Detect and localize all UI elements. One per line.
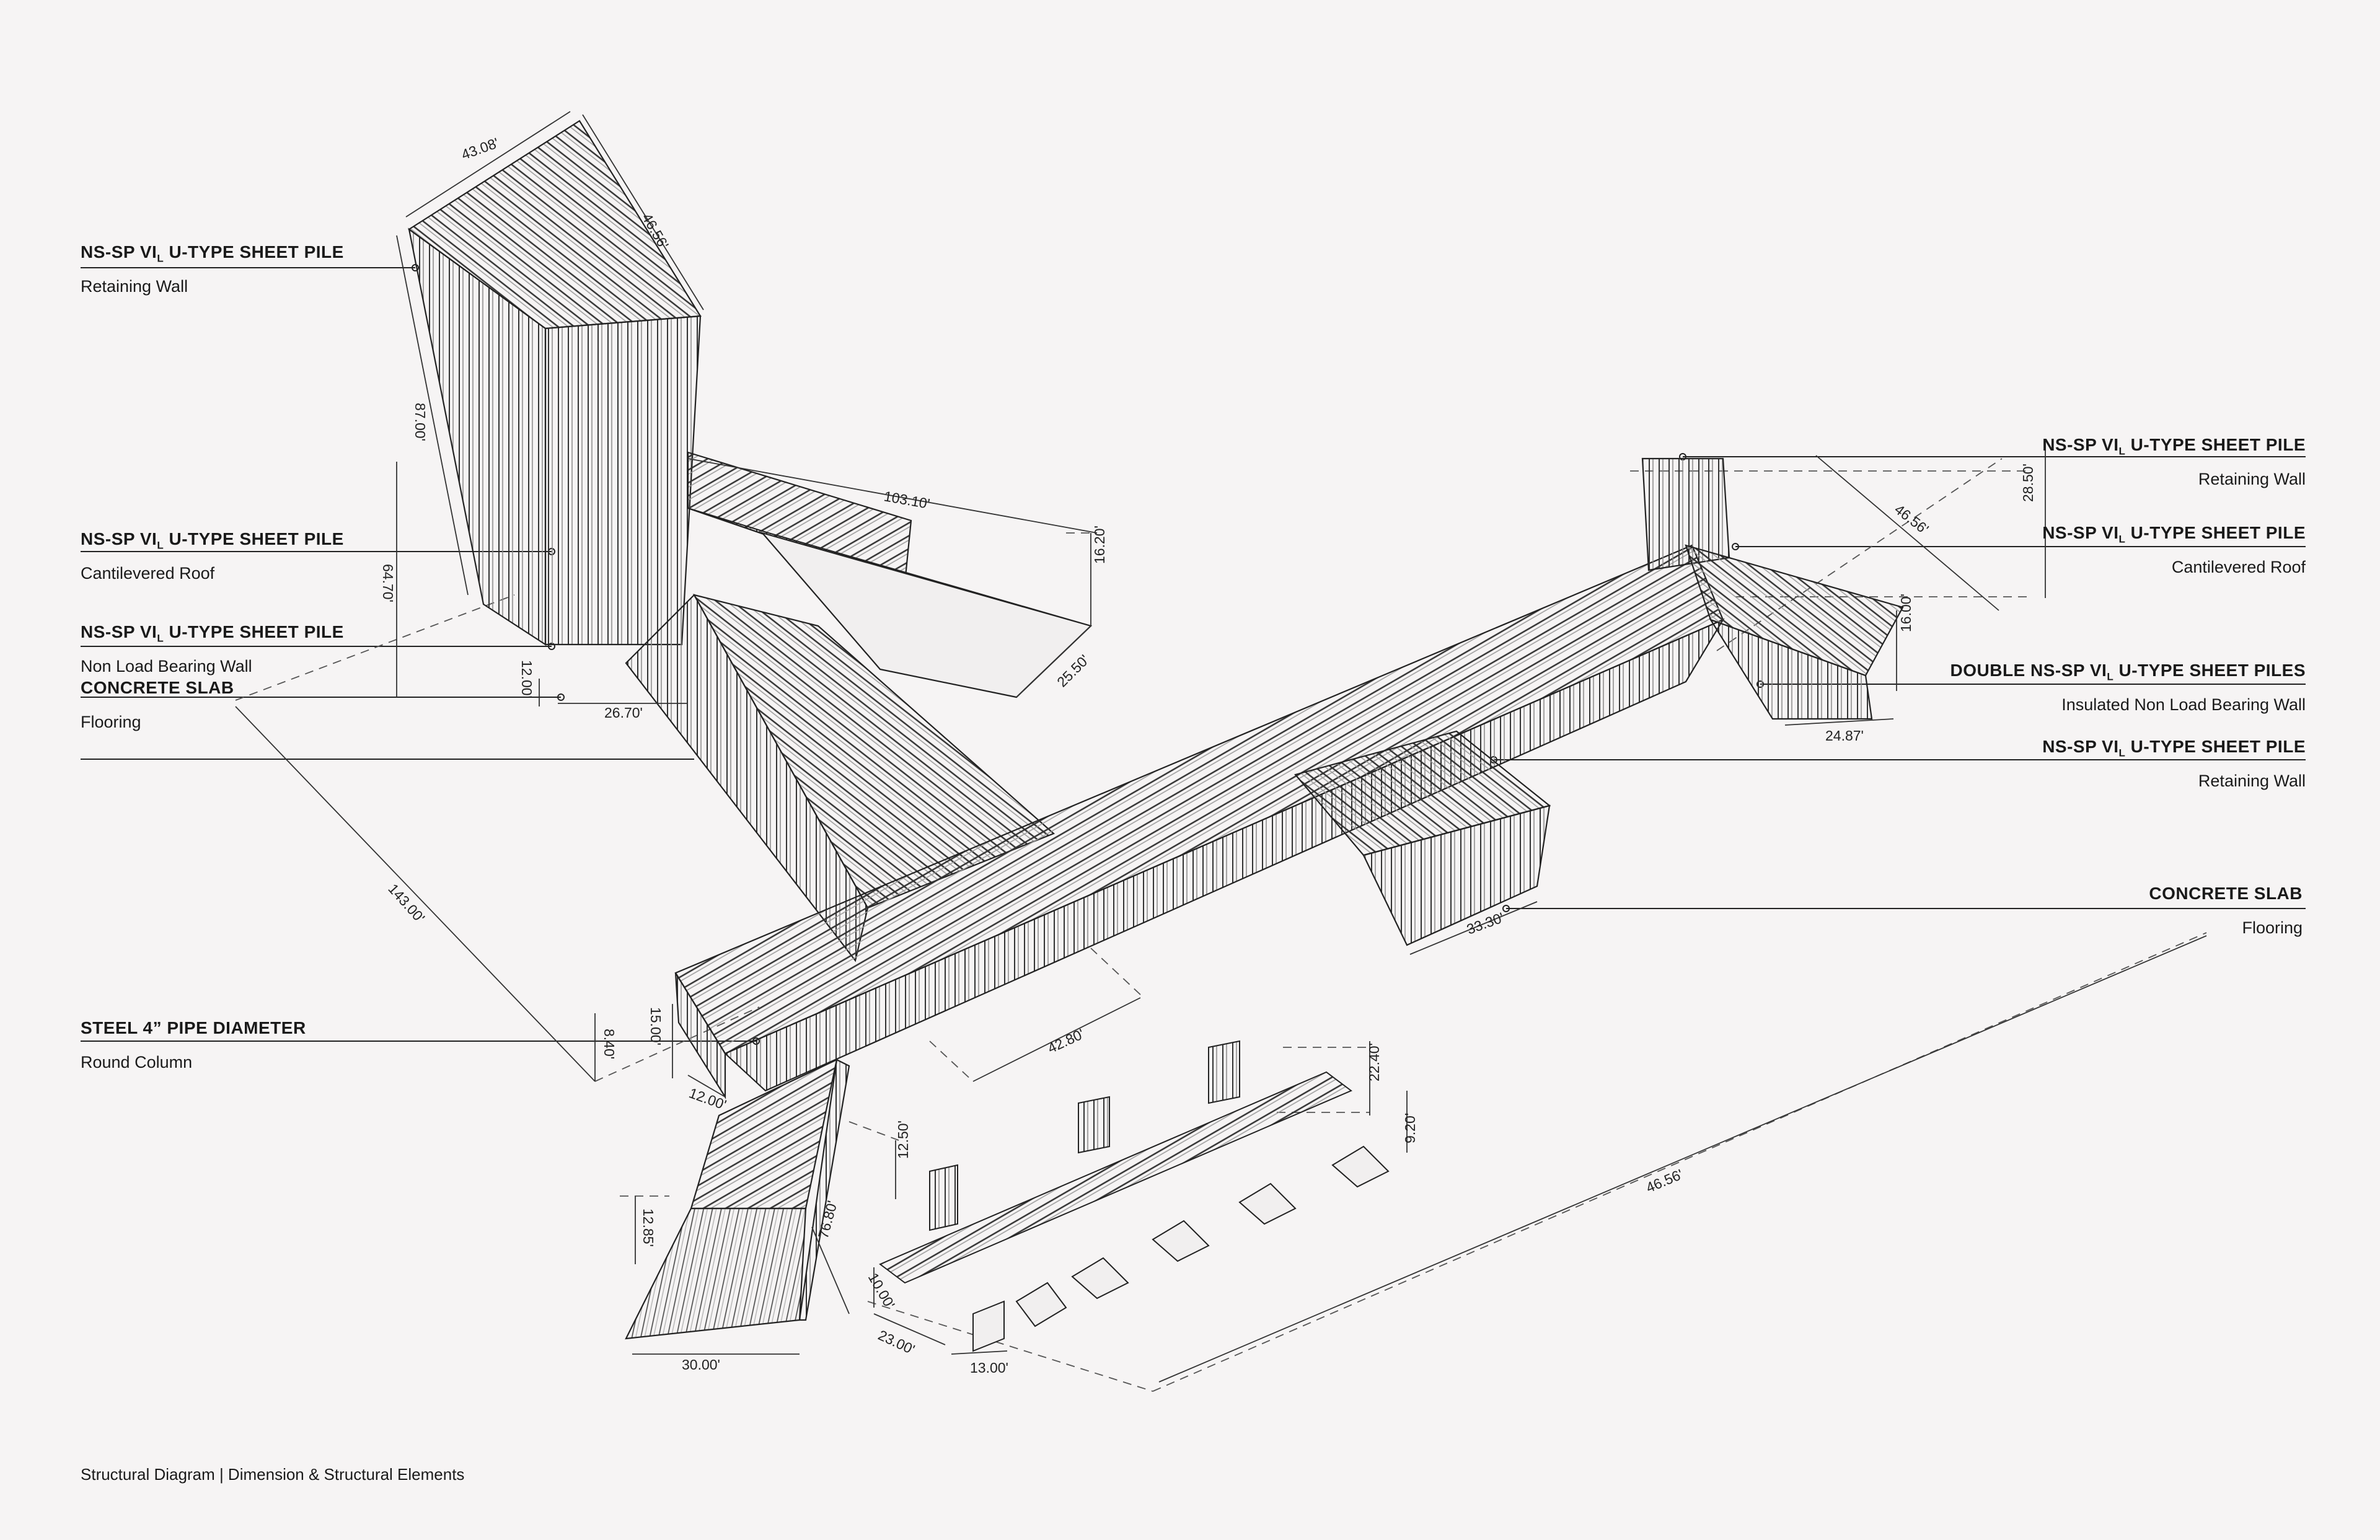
label-subtitle: Insulated Non Load Bearing Wall: [2061, 695, 2306, 714]
label-subtitle: Cantilevered Roof: [2171, 557, 2306, 576]
label-insulated-wall-right: DOUBLE NS-SP VIL U-TYPE SHEET PILES Insu…: [1950, 660, 2306, 715]
dim-29: 46.56': [1644, 1166, 1685, 1195]
label-subtitle: Retaining Wall: [81, 276, 188, 296]
dim-21: 12.85': [640, 1208, 656, 1247]
label-title: NS-SP VIL U-TYPE SHEET PILE: [81, 529, 344, 552]
module-row: [879, 1040, 1390, 1352]
dim-13: 16.00': [1898, 594, 1914, 632]
label-title: CONCRETE SLAB: [81, 678, 234, 697]
right-wing: [1641, 457, 1904, 720]
dim-8: 16.20': [1091, 526, 1108, 564]
dim-24: 23.00': [876, 1327, 917, 1358]
label-concrete-slab-left: CONCRETE SLAB Flooring: [81, 677, 234, 733]
label-subtitle: Flooring: [2242, 918, 2303, 937]
label-concrete-slab-right: CONCRETE SLAB Flooring: [2149, 883, 2303, 938]
label-subtitle: Retaining Wall: [2198, 771, 2306, 790]
dim-6: 26.70': [604, 705, 643, 721]
lower-stair: [625, 1058, 850, 1340]
label-retaining-wall-top-right: NS-SP VIL U-TYPE SHEET PILE Retaining Wa…: [2042, 434, 2306, 490]
dim-7: 103.10': [883, 488, 931, 512]
dim-26: 30.00': [682, 1357, 720, 1373]
dim-1: 43.08': [459, 134, 501, 163]
dim-17: 15.00': [648, 1007, 664, 1045]
label-title: STEEL 4” PIPE DIAMETER: [81, 1018, 306, 1037]
label-title: NS-SP VIL U-TYPE SHEET PILE: [81, 622, 344, 645]
dim-28: 9.20': [1402, 1113, 1418, 1143]
label-subtitle: Flooring: [81, 712, 141, 731]
tall-retaining-wall: [408, 120, 702, 646]
label-subtitle: Cantilevered Roof: [81, 563, 215, 583]
label-title: NS-SP VIL U-TYPE SHEET PILE: [2042, 737, 2306, 759]
dim-3: 87.00': [412, 403, 428, 441]
dim-25: 13.00': [970, 1360, 1008, 1376]
label-title: NS-SP VIL U-TYPE SHEET PILE: [2042, 523, 2306, 545]
label-subtitle: Non Load Bearing Wall: [81, 656, 252, 675]
leader-lines: [81, 264, 2306, 1045]
label-title: CONCRETE SLAB: [2149, 884, 2303, 903]
label-retaining-wall-mid-right: NS-SP VIL U-TYPE SHEET PILE Retaining Wa…: [2042, 736, 2306, 791]
label-steel-pipe-left: STEEL 4” PIPE DIAMETER Round Column: [81, 1018, 306, 1073]
dim-20: 12.50': [895, 1120, 911, 1159]
dim-23: 10.00': [865, 1270, 898, 1312]
label-title: DOUBLE NS-SP VIL U-TYPE SHEET PILES: [1950, 661, 2306, 683]
dim-11: 28.50': [2020, 464, 2036, 502]
dim-18: 8.40': [601, 1029, 617, 1059]
dimension-lines: [235, 111, 2207, 1383]
dim-10: 143.00': [385, 881, 428, 926]
dim-12: 46.56': [1892, 501, 1932, 537]
dim-5: 12.00': [519, 660, 535, 698]
dim-9: 25.50': [1054, 651, 1092, 690]
cross-deck: [1294, 730, 1551, 946]
label-title: NS-SP VIL U-TYPE SHEET PILE: [81, 242, 344, 265]
label-non-load-bearing-wall-left: NS-SP VIL U-TYPE SHEET PILE Non Load Bea…: [81, 622, 344, 677]
dim-4: 64.70': [380, 564, 396, 602]
label-retaining-wall-top-left: NS-SP VIL U-TYPE SHEET PILE Retaining Wa…: [81, 242, 344, 297]
label-title: NS-SP VIL U-TYPE SHEET PILE: [2042, 435, 2306, 457]
label-subtitle: Round Column: [81, 1052, 193, 1071]
diagram-caption: Structural Diagram | Dimension & Structu…: [81, 1465, 465, 1484]
label-cantilevered-roof-left: NS-SP VIL U-TYPE SHEET PILE Cantilevered…: [81, 529, 344, 584]
dim-14: 24.87': [1825, 728, 1864, 744]
label-cantilevered-roof-right: NS-SP VIL U-TYPE SHEET PILE Cantilevered…: [2042, 522, 2306, 578]
label-subtitle: Retaining Wall: [2198, 469, 2306, 488]
dim-16: 42.80': [1045, 1026, 1086, 1057]
dim-27: 22.40': [1366, 1043, 1382, 1081]
